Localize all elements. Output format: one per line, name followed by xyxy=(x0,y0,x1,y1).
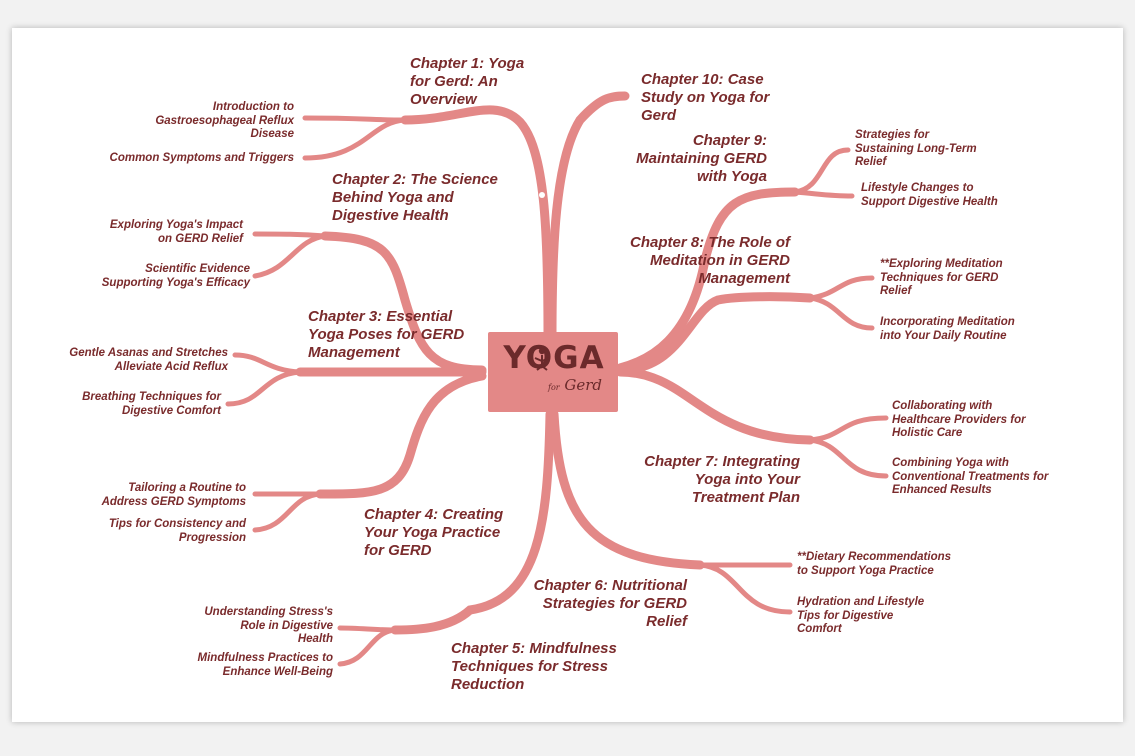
branch-chapter-6 xyxy=(549,409,705,570)
branch-c8-topic-b xyxy=(807,295,875,331)
topic-label[interactable]: Understanding Stress's Role in Digestive… xyxy=(204,606,333,645)
branch-c7-topic-b xyxy=(807,437,889,479)
branch-c8-topic-a xyxy=(807,275,875,301)
branch-c1-topic-a xyxy=(302,115,408,123)
topic-label[interactable]: Breathing Techniques for Digestive Comfo… xyxy=(82,391,221,417)
topic-label[interactable]: Common Symptoms and Triggers xyxy=(109,152,294,164)
branch-c3-topic-a xyxy=(232,352,303,375)
topic-label[interactable]: Gentle Asanas and Stretches Alleviate Ac… xyxy=(69,347,228,373)
topic-label[interactable]: Collaborating with Healthcare Providers … xyxy=(892,400,1026,439)
topic-label[interactable]: Introduction to Gastroesophageal Reflux … xyxy=(155,101,294,140)
topic-label[interactable]: Lifestyle Changes to Support Digestive H… xyxy=(861,182,998,208)
branch-c2-topic-a xyxy=(252,231,328,239)
topic-label[interactable]: Hydration and Lifestyle Tips for Digesti… xyxy=(797,596,925,635)
chapter-3-label[interactable]: Chapter 3: Essential Yoga Poses for GERD… xyxy=(308,308,465,361)
topic-label[interactable]: Exploring Yoga's Impact on GERD Relief xyxy=(109,219,243,245)
branch-node-dot xyxy=(710,331,716,337)
branch-chapter-2 xyxy=(320,231,487,375)
branch-c2-topic-b xyxy=(252,233,328,279)
branch-c6-topic-b xyxy=(697,562,793,615)
branch-c3-topic-b xyxy=(225,369,303,407)
branch-node-dot xyxy=(539,192,545,198)
central-topic-subtitle: for Gerd xyxy=(548,376,603,394)
branch-chapter-4 xyxy=(315,371,487,499)
topic-label[interactable]: Tips for Consistency and Progression xyxy=(108,518,246,544)
branch-chapter-10 xyxy=(547,91,630,341)
chapter-9-label[interactable]: Chapter 9: Maintaining GERD with Yoga xyxy=(636,132,767,185)
branch-c1-topic-b xyxy=(302,117,408,161)
central-topic-title: YOGA xyxy=(503,340,605,376)
topic-label[interactable]: Strategies for Sustaining Long-Term Reli… xyxy=(855,129,977,168)
chapter-7-label[interactable]: Chapter 7: Integrating Yoga into Your Tr… xyxy=(644,453,800,506)
topic-label[interactable]: Mindfulness Practices to Enhance Well-Be… xyxy=(197,652,333,678)
yoga-pose-icon xyxy=(534,347,550,371)
branch-chapter-1 xyxy=(400,105,553,341)
chapter-4-label[interactable]: Chapter 4: Creating Your Yoga Practice f… xyxy=(364,506,504,559)
topic-label[interactable]: Scientific Evidence Supporting Yoga's Ef… xyxy=(101,263,250,289)
branch-c9-topic-b xyxy=(792,189,855,199)
topic-label[interactable]: Tailoring a Routine to Address GERD Symp… xyxy=(101,482,246,508)
branch-c4-topic-b xyxy=(252,491,323,533)
branch-c7-topic-a xyxy=(807,415,889,443)
topic-label[interactable]: **Exploring Meditation Techniques for GE… xyxy=(880,258,1003,297)
chapter-6-label[interactable]: Chapter 6: Nutritional Strategies for GE… xyxy=(533,577,687,630)
topic-label[interactable]: **Dietary Recommendations to Support Yog… xyxy=(797,551,952,577)
chapter-5-label[interactable]: Chapter 5: Mindfulness Techniques for St… xyxy=(451,640,617,693)
topic-label[interactable]: Combining Yoga with Conventional Treatme… xyxy=(892,457,1049,496)
branch-chapter-7 xyxy=(615,367,815,445)
branch-chapter-9 xyxy=(615,187,800,373)
branch-chapter-5 xyxy=(390,409,555,635)
branch-c5-topic-b xyxy=(337,627,398,667)
chapter-2-label[interactable]: Chapter 2: The Science Behind Yoga and D… xyxy=(332,171,498,224)
branch-c9-topic-a xyxy=(792,147,851,195)
chapter-8-label[interactable]: Chapter 8: The Role of Meditation in GER… xyxy=(629,234,790,287)
branch-chapter-8 xyxy=(615,292,815,375)
chapter-10-label[interactable]: Chapter 10: Case Study on Yoga for Gerd xyxy=(641,71,770,124)
topic-label[interactable]: Incorporating Meditation into Your Daily… xyxy=(880,316,1015,342)
chapter-1-label[interactable]: Chapter 1: Yoga for Gerd: An Overview xyxy=(410,55,525,108)
central-topic[interactable]: YOGA for Gerd xyxy=(488,332,618,412)
